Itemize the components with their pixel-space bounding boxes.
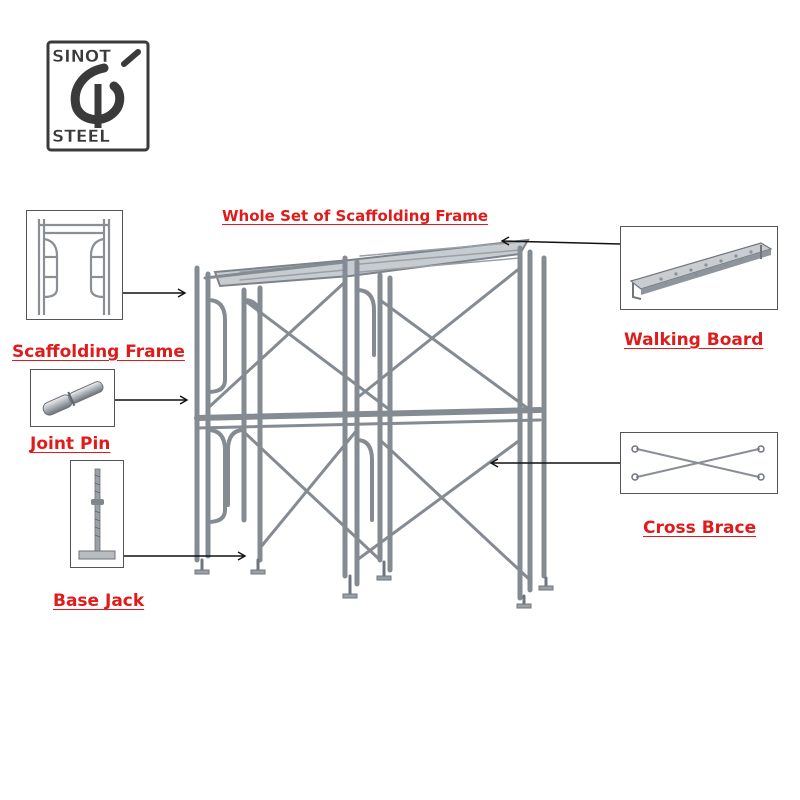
- label-cross-brace: Cross Brace: [643, 518, 757, 538]
- brand-logo: SINOT STEEL: [42, 38, 154, 156]
- label-base-jack: Base Jack: [53, 591, 145, 611]
- walking-board-icon: [629, 242, 773, 300]
- base-jack-icon: [78, 468, 116, 560]
- scaffolding-frame-thumbnail: [26, 210, 123, 320]
- joint-pin-thumbnail: [30, 369, 115, 427]
- label-scaffolding-frame: Scaffolding Frame: [12, 342, 185, 362]
- joint-pin-icon: [42, 381, 104, 416]
- logo-mark-icon: SINOT STEEL: [46, 40, 150, 152]
- base-jack-thumbnail: [70, 460, 124, 568]
- cross-brace-thumbnail: [620, 432, 778, 494]
- cross-brace-icon: [631, 445, 765, 481]
- svg-text:STEEL: STEEL: [52, 127, 110, 147]
- diagram-title: Whole Set of Scaffolding Frame: [222, 207, 489, 225]
- scaffolding-frame-icon: [37, 219, 111, 315]
- walking-board-thumbnail: [620, 226, 778, 310]
- label-walking-board: Walking Board: [624, 330, 764, 350]
- label-joint-pin: Joint Pin: [30, 434, 111, 454]
- svg-text:SINOT: SINOT: [52, 47, 111, 67]
